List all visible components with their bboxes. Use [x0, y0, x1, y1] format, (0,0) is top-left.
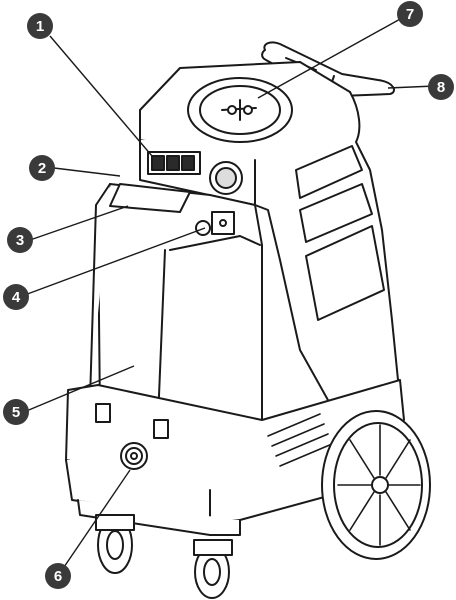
callout-8: 8 [428, 74, 454, 100]
rear-wheel [321, 410, 431, 560]
callout-6-label: 6 [54, 568, 62, 585]
callout-7: 7 [397, 1, 423, 27]
front-casters [95, 514, 233, 599]
callout-6: 6 [45, 563, 71, 589]
callout-3: 3 [7, 227, 33, 253]
machine-illustration [65, 41, 431, 599]
base [65, 379, 405, 536]
callout-2: 2 [29, 155, 55, 181]
callout-1: 1 [27, 13, 53, 39]
callout-7-label: 7 [406, 6, 414, 23]
callout-5: 5 [3, 399, 29, 425]
callout-4: 4 [3, 284, 29, 310]
callout-5-label: 5 [12, 404, 20, 421]
side-body [254, 91, 401, 419]
callout-4-label: 4 [12, 289, 21, 306]
callout-8-label: 8 [437, 79, 445, 96]
recovery-tank [89, 183, 263, 433]
leader-lines [21, 17, 436, 571]
callout-2-label: 2 [38, 160, 46, 177]
callout-3-label: 3 [16, 232, 24, 249]
callout-1-label: 1 [36, 18, 44, 35]
head-unit [139, 61, 351, 206]
